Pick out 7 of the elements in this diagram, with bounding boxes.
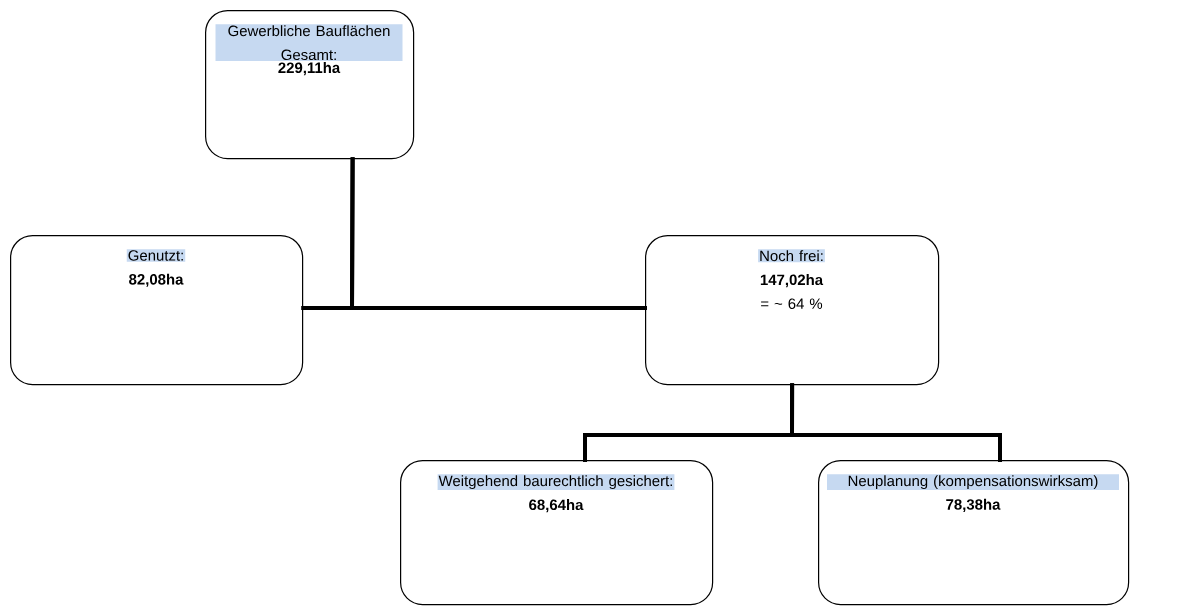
process-box: Genutzt: 82,08ha [10,235,304,386]
process-box: Weitgehend baurechtlich gesichert: 68,64ha [400,460,714,606]
process-box: Gewerbliche Bauflächen Gesamt: 229,11ha [205,10,415,160]
connector-line [790,383,1002,462]
process-box: Noch frei: 147,02ha = ~ 64 % [645,235,940,386]
process-box: Neuplanung (kompensationswirksam) 78,38ha [818,460,1130,606]
connector-line [350,157,647,310]
